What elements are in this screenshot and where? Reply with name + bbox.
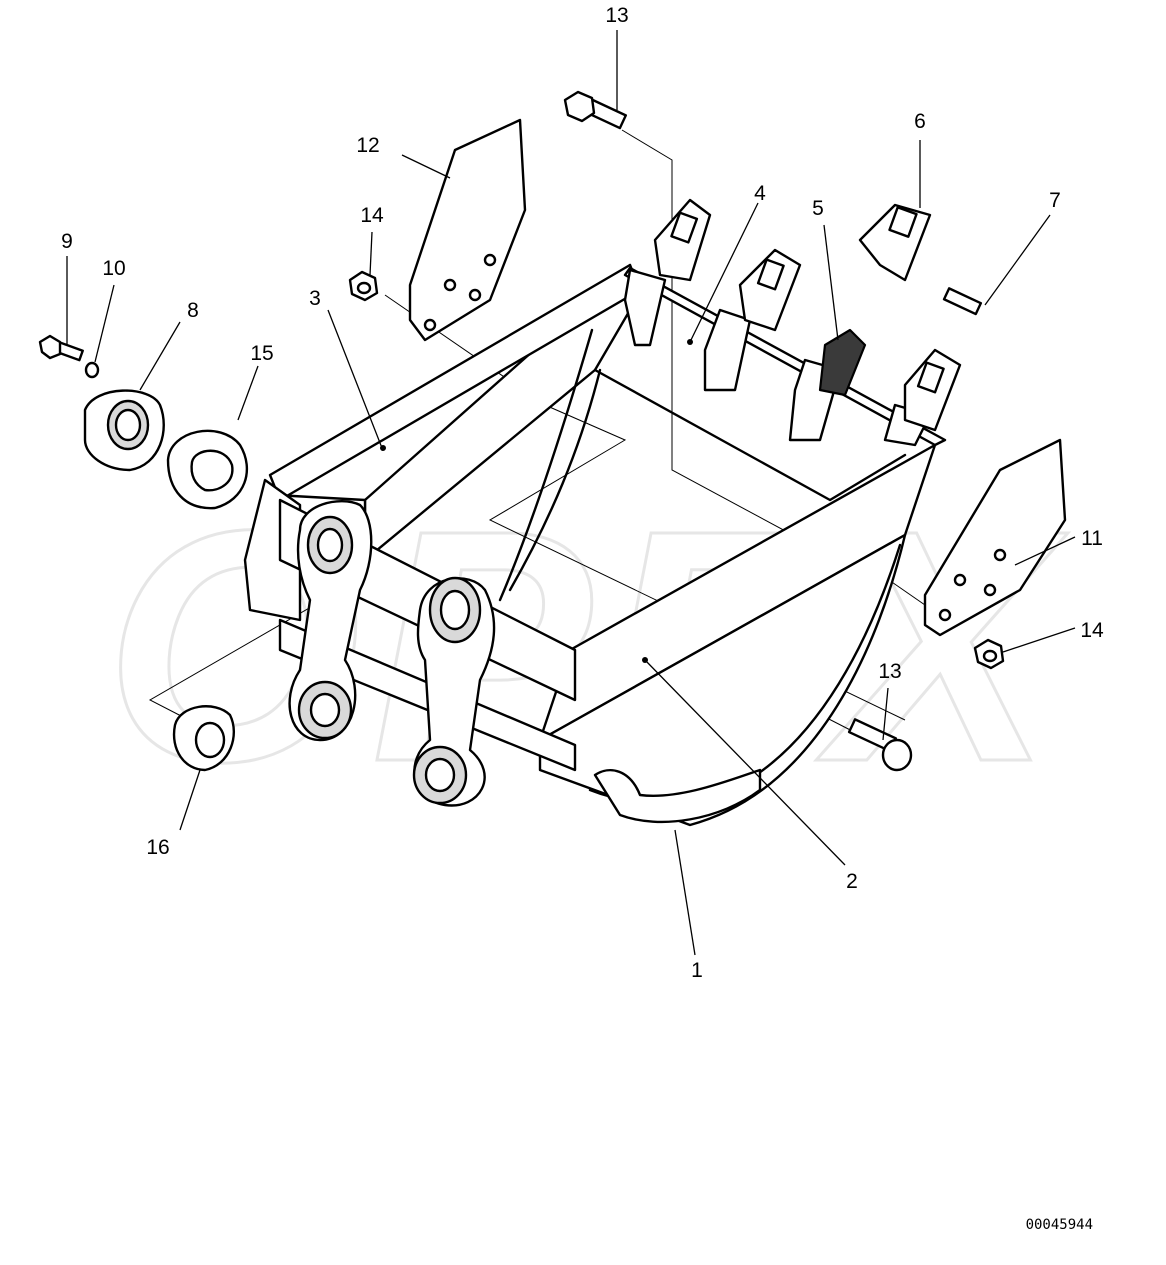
drawing-code: 00045944	[1026, 1217, 1093, 1233]
callout-13-bottom: 13	[878, 660, 901, 683]
callout-8: 8	[187, 299, 199, 322]
hardware	[38, 90, 1005, 772]
callout-13-top: 13	[605, 4, 628, 27]
callout-4: 4	[754, 182, 766, 205]
callout-12: 12	[356, 134, 379, 157]
callout-5: 5	[812, 197, 824, 220]
side-cutters	[408, 118, 1067, 637]
callout-14-right: 14	[1080, 619, 1104, 642]
callout-7: 7	[1049, 189, 1061, 212]
callouts: 13 12 14 9 10 8 3 15 4 5 6 7 11 14 13 16…	[61, 4, 1104, 982]
bucket-teeth	[623, 198, 983, 447]
leader-lines	[66, 30, 1076, 956]
callout-9: 9	[61, 230, 73, 253]
bucket-mount-ears	[288, 500, 496, 807]
callout-16: 16	[146, 836, 169, 859]
callout-14-left: 14	[360, 204, 384, 227]
callout-15: 15	[250, 342, 273, 365]
callout-11: 11	[1081, 527, 1103, 550]
callout-3: 3	[309, 287, 321, 310]
callout-2: 2	[846, 870, 858, 893]
callout-6: 6	[914, 110, 926, 133]
callout-1: 1	[691, 959, 703, 982]
callout-10: 10	[102, 257, 125, 280]
